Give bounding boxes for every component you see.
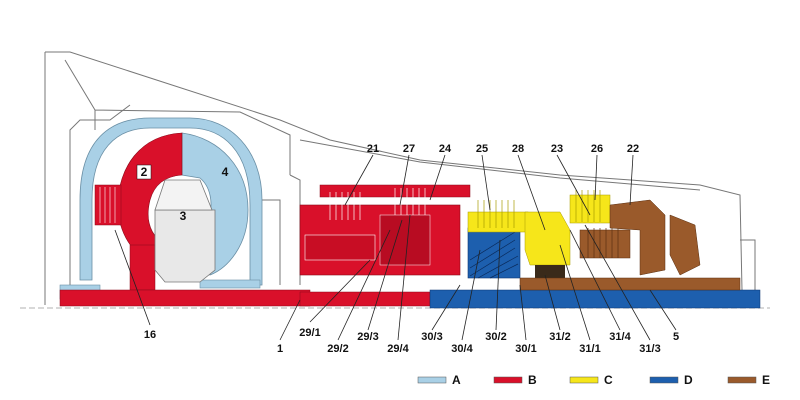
legend-item-b: B [493, 373, 537, 387]
callout-30-3: 30/3 [421, 331, 442, 343]
callout-31-4: 31/4 [609, 331, 631, 343]
callout-31-2: 31/2 [549, 331, 570, 343]
legend-item-a: A [417, 373, 461, 387]
callout-16: 16 [144, 329, 156, 341]
stator-body [154, 179, 216, 283]
impeller-group-b [59, 132, 471, 307]
callout-22: 22 [627, 143, 639, 155]
legend-swatch-a [417, 376, 447, 384]
legend-label-e: E [762, 373, 770, 387]
callout-24: 24 [439, 143, 452, 155]
callout-31-3: 31/3 [639, 343, 660, 355]
callout-30-2: 30/2 [485, 331, 506, 343]
callout-27: 27 [403, 143, 415, 155]
inner-label-2: 2 [141, 165, 148, 179]
callout-31-1: 31/1 [579, 343, 600, 355]
inner-labels: 2 3 4 [136, 164, 229, 223]
legend-label-c: C [604, 373, 613, 387]
callout-30-4: 30/4 [451, 343, 473, 355]
callout-5: 5 [673, 331, 679, 343]
clutch-group-c [467, 190, 611, 266]
callouts-bottom: 16 1 29/1 29/2 29/3 29/4 30/3 30/4 30/2 … [114, 214, 679, 355]
legend-label-a: A [452, 373, 461, 387]
callout-23: 23 [551, 143, 563, 155]
callout-21: 21 [367, 143, 379, 155]
callouts-top: 21 27 24 25 28 23 26 22 [344, 143, 639, 231]
legend-label-d: D [684, 373, 693, 387]
legend: A B C D E [417, 373, 770, 387]
legend-swatch-c [569, 376, 599, 384]
legend-item-c: C [569, 373, 613, 387]
callout-1: 1 [277, 343, 283, 355]
callout-28: 28 [512, 143, 524, 155]
callout-25: 25 [476, 143, 488, 155]
rear-group-e [519, 199, 741, 291]
callout-30-1: 30/1 [515, 343, 536, 355]
inner-label-3: 3 [180, 209, 187, 223]
callout-29-2: 29/2 [327, 343, 348, 355]
legend-item-e: E [727, 373, 770, 387]
legend-item-d: D [649, 373, 693, 387]
callout-29-3: 29/3 [357, 331, 378, 343]
legend-swatch-b [493, 376, 523, 384]
legend-swatch-e [727, 376, 757, 384]
legend-swatch-d [649, 376, 679, 384]
callout-29-1: 29/1 [299, 327, 320, 339]
inner-label-4: 4 [222, 165, 229, 179]
callout-26: 26 [591, 143, 603, 155]
callout-29-4: 29/4 [387, 343, 409, 355]
legend-label-b: B [528, 373, 537, 387]
output-group-d [429, 227, 761, 309]
